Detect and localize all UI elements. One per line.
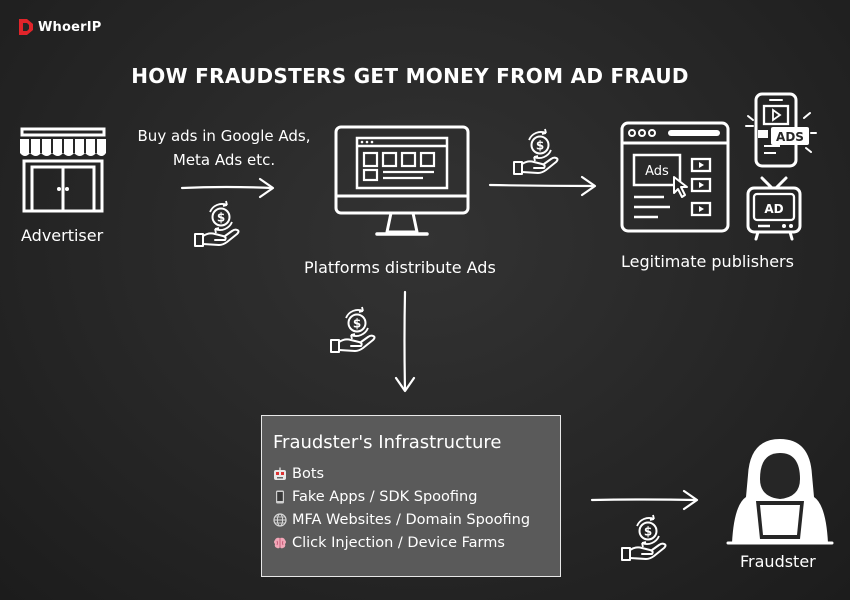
browser-ads-icon: Ads <box>620 121 730 233</box>
storefront-icon <box>20 127 106 213</box>
phone-icon <box>276 490 284 503</box>
infrastructure-list: Bots Fake Apps / SDK Spoofing MFA Websit… <box>273 462 560 554</box>
arrow-platforms-to-publishers <box>488 175 597 197</box>
arrow-advertiser-to-platforms <box>180 177 275 199</box>
brand-logo[interactable]: WhoerIP <box>18 18 102 36</box>
whoerip-logo-icon <box>19 19 33 35</box>
ads-badge-text: Ads <box>645 164 669 179</box>
infrastructure-title: Fraudster's Infrastructure <box>273 432 502 453</box>
infrastructure-item-label: Fake Apps / SDK Spoofing <box>292 488 478 505</box>
globe-icon <box>273 512 287 527</box>
tv-ad-icon: AD <box>746 176 802 241</box>
robot-icon <box>274 467 286 480</box>
money-hand-icon <box>330 306 376 353</box>
hacker-icon <box>726 439 834 545</box>
ads-badge-text: ADS <box>776 130 804 144</box>
publishers-label: Legitimate publishers <box>621 252 794 271</box>
list-item: Fake Apps / SDK Spoofing <box>273 485 560 508</box>
money-hand-icon <box>513 128 559 175</box>
brain-icon <box>274 537 286 548</box>
fraudster-infrastructure-box: Fraudster's Infrastructure Bots Fake App… <box>261 415 561 577</box>
money-hand-icon <box>194 200 240 247</box>
infrastructure-item-label: Bots <box>292 465 325 482</box>
page-title: HOW FRAUDSTERS GET MONEY FROM AD FRAUD <box>131 64 689 88</box>
money-hand-icon <box>621 514 667 561</box>
infrastructure-item-label: Click Injection / Device Farms <box>292 534 505 551</box>
advertiser-label: Advertiser <box>21 226 104 245</box>
list-item: MFA Websites / Domain Spoofing <box>273 508 560 531</box>
brand-name: WhoerIP <box>38 19 102 35</box>
list-item: Bots <box>273 462 560 485</box>
monitor-icon <box>334 125 470 236</box>
buy-ads-label: Buy ads in Google Ads, Meta Ads etc. <box>137 127 311 169</box>
fraudster-label: Fraudster <box>740 552 816 571</box>
platforms-label: Platforms distribute Ads <box>304 258 496 277</box>
arrow-platforms-to-infrastructure <box>394 290 416 393</box>
infrastructure-item-label: MFA Websites / Domain Spoofing <box>292 511 531 528</box>
ad-badge-text: AD <box>764 202 783 216</box>
list-item: Click Injection / Device Farms <box>273 531 560 554</box>
phone-ads-icon: ADS <box>745 92 817 168</box>
arrow-infrastructure-to-fraudster <box>590 489 699 511</box>
